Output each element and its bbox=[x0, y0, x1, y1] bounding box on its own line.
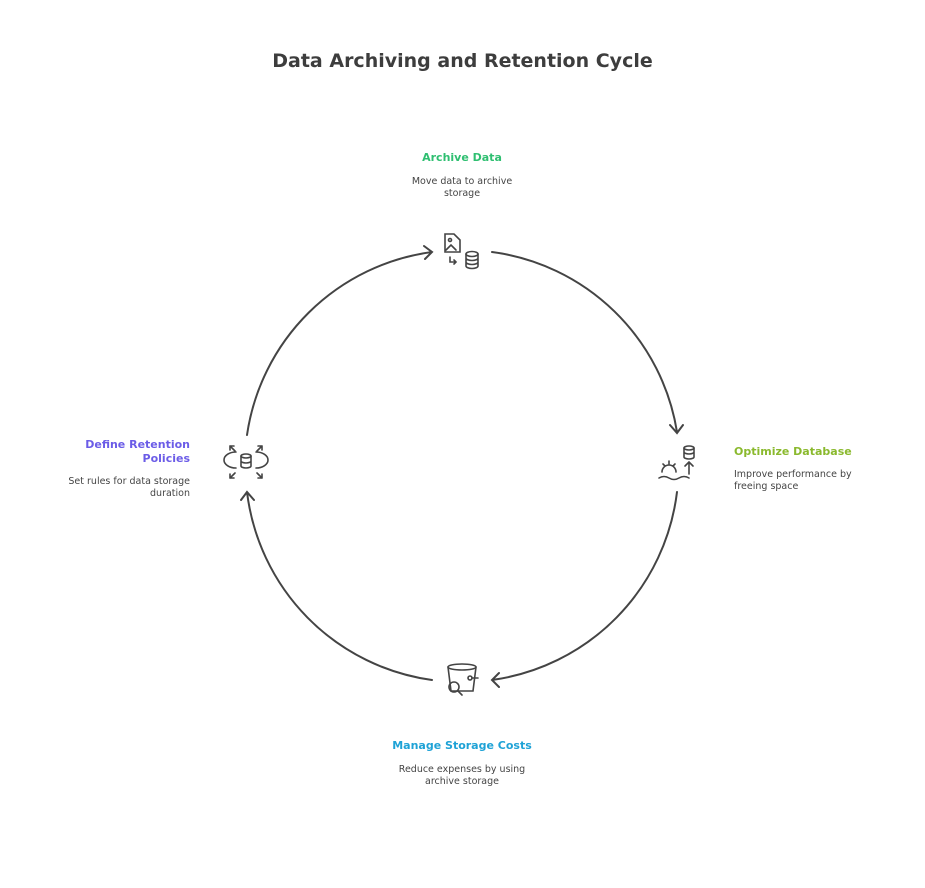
image-to-database-icon bbox=[444, 233, 479, 270]
step-define-title: Define Retention Policies bbox=[85, 438, 190, 465]
step-optimize-desc: Improve performance by freeing space bbox=[734, 469, 852, 492]
step-manage-desc: Reduce expenses by using archive storage bbox=[398, 764, 526, 787]
step-optimize-title: Optimize Database bbox=[734, 445, 852, 458]
arrow-archive-to-optimize bbox=[491, 251, 684, 435]
diagram-title: Data Archiving and Retention Cycle bbox=[272, 50, 653, 72]
bucket-search-icon bbox=[447, 663, 479, 696]
step-manage-title: Manage Storage Costs bbox=[392, 739, 532, 752]
gear-database-up-icon bbox=[658, 445, 695, 481]
arrow-define-to-archive bbox=[246, 245, 434, 436]
arrow-manage-to-define bbox=[240, 490, 433, 681]
step-define-desc: Set rules for data storage duration bbox=[68, 476, 190, 499]
step-archive-desc: Move data to archive storage bbox=[411, 176, 513, 199]
database-expand-icon bbox=[223, 445, 269, 479]
step-archive-title: Archive Data bbox=[422, 151, 502, 164]
arrow-optimize-to-manage bbox=[490, 491, 678, 688]
